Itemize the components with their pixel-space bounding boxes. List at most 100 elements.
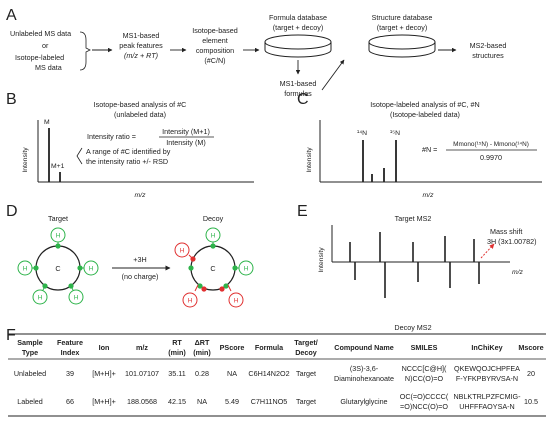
- target-molecule: C H H H H H: [17, 227, 99, 305]
- panel-a-letter: A: [6, 7, 17, 24]
- step3-line2: formulas: [284, 89, 312, 98]
- table-row: Unlabeled 39 [M+H]+ 101.07107 35.11 0.28…: [14, 364, 535, 383]
- target-h-atom: H: [89, 266, 94, 273]
- decoy-ms2-label: Decoy MS2: [394, 323, 431, 332]
- decoy-label: Decoy: [203, 214, 224, 223]
- panel-c-letter: C: [297, 91, 309, 108]
- db1-line2: (target + decoy): [273, 23, 324, 32]
- header-rt: RT: [172, 338, 182, 347]
- cell-smiles: OC(=O)CCCC(: [400, 392, 449, 401]
- step4-line1: MS2-based: [470, 41, 507, 50]
- panel-b-title1: Isotope-based analysis of #C: [94, 100, 187, 109]
- panel-c-title1: Isotope-labeled analysis of #C, #N: [370, 100, 479, 109]
- cell-pscore: NA: [227, 369, 237, 378]
- decoy-center-atom: C: [210, 264, 215, 273]
- cell-pscore: 5.49: [225, 397, 239, 406]
- mass-shift-arrow: [480, 243, 495, 259]
- panel-b-xlabel: m/z: [135, 192, 147, 199]
- cell-sample-type: Unlabeled: [14, 369, 46, 378]
- header-mz: m/z: [136, 343, 148, 352]
- target-h-atom: H: [38, 295, 43, 302]
- cell-mz: 101.07107: [125, 369, 159, 378]
- peak-15n-label: ¹⁵N: [390, 130, 400, 137]
- range-brace: [76, 147, 83, 165]
- panel-a: A Unlabeled MS data or Isotope-labeled M…: [6, 7, 506, 98]
- cell-compound-name: (3S)-3,6-: [350, 364, 379, 373]
- input-labeled-2: MS data: [35, 63, 62, 72]
- header-sample-type: Sample: [17, 338, 43, 347]
- target-h-atom: H: [23, 266, 28, 273]
- panel-e-xlabel: m/z: [512, 269, 524, 276]
- peak-m-label: M: [44, 119, 50, 126]
- range-line1: A range of #C identified by: [86, 147, 171, 156]
- target-ms2-label: Target MS2: [395, 214, 432, 223]
- cell-drt: NA: [197, 397, 207, 406]
- step1-line2: peak features: [119, 41, 163, 50]
- arrow-d-label1: +3H: [133, 255, 146, 264]
- step2-line4: (#C/N): [204, 56, 225, 65]
- cell-mz: 188.0568: [127, 397, 157, 406]
- header-rt: (min): [168, 348, 186, 357]
- step4-line2: structures: [472, 51, 504, 60]
- header-mscore: Mscore: [518, 343, 543, 352]
- ratio-denominator: Intensity (M): [166, 138, 206, 147]
- panel-c-xlabel: m/z: [423, 192, 435, 199]
- decoy-h-atom: H: [211, 233, 216, 240]
- cell-formula: C7H11NO5: [251, 397, 288, 406]
- peak-14n-label: ¹⁴N: [357, 130, 367, 137]
- ratio-label: Intensity ratio =: [87, 132, 136, 141]
- structure-database-icon: [368, 34, 436, 58]
- mass-shift-line2: 3H (3x1.00782): [487, 237, 537, 246]
- cell-smiles: N)CC(O)=O: [405, 374, 444, 383]
- cell-sample-type: Labeled: [17, 397, 43, 406]
- cell-formula: C6H14N2O2: [248, 369, 289, 378]
- cell-feature-index: 66: [66, 397, 74, 406]
- step2-line3: composition: [196, 46, 234, 55]
- target-label: Target: [48, 214, 68, 223]
- header-ion: Ion: [99, 343, 110, 352]
- decoy-added-h-atom: H: [188, 298, 193, 305]
- step3-line1: MS1-based: [280, 79, 317, 88]
- panel-e: E Target MS2 Decoy MS2 Intensity m/z Mas…: [297, 203, 537, 332]
- step1-line3: (m/z + RT): [124, 51, 158, 60]
- header-target-decoy: Decoy: [295, 348, 317, 357]
- input-or: or: [42, 41, 49, 50]
- step2-line2: element: [202, 36, 228, 45]
- cell-inchikey: UHFFFAOYSA-N: [459, 402, 515, 411]
- header-feature-index: Feature: [57, 338, 83, 347]
- panel-c: C Isotope-labeled analysis of #C, #N (Is…: [297, 91, 542, 199]
- cell-drt: 0.28: [195, 369, 209, 378]
- header-formula: Formula: [255, 343, 284, 352]
- panel-b: B Isotope-based analysis of #C (unlabele…: [6, 91, 254, 199]
- formula-database-icon: [264, 34, 332, 58]
- peak-m1-label: M+1: [51, 163, 65, 170]
- eq-lhs: #N =: [422, 145, 437, 154]
- header-drt: ΔRT: [195, 338, 210, 347]
- step2-line1: Isotope-based: [192, 26, 238, 35]
- panel-f-letter: F: [6, 327, 16, 344]
- panel-e-letter: E: [297, 203, 308, 220]
- header-pscore: PScore: [220, 343, 245, 352]
- cell-ion: [M+H]+: [92, 369, 116, 378]
- mass-shift-line1: Mass shift: [490, 227, 522, 236]
- cell-inchikey: F-YFKPBYRVSA-N: [456, 374, 518, 383]
- cell-ion: [M+H]+: [92, 397, 116, 406]
- decoy-h-atom: H: [244, 266, 249, 273]
- input-labeled-1: Isotope-labeled: [15, 53, 64, 62]
- panel-c-ylabel: Intensity: [306, 147, 313, 173]
- header-smiles: SMILES: [411, 343, 438, 352]
- arrow-a5: [321, 59, 345, 91]
- range-line2: the intensity ratio +/- RSD: [86, 157, 168, 166]
- cell-target-decoy: Target: [296, 397, 316, 406]
- cell-feature-index: 39: [66, 369, 74, 378]
- header-target-decoy: Target/: [294, 338, 317, 347]
- table-row: Labeled 66 [M+H]+ 188.0568 42.15 NA 5.49…: [17, 392, 538, 411]
- input-unlabeled: Unlabeled MS data: [10, 29, 71, 38]
- panel-b-ylabel: Intensity: [22, 147, 29, 173]
- cell-smiles: =O)NCC(O)=O: [400, 402, 448, 411]
- eq-denominator: 0.9970: [480, 153, 502, 162]
- input-brace: [79, 31, 91, 71]
